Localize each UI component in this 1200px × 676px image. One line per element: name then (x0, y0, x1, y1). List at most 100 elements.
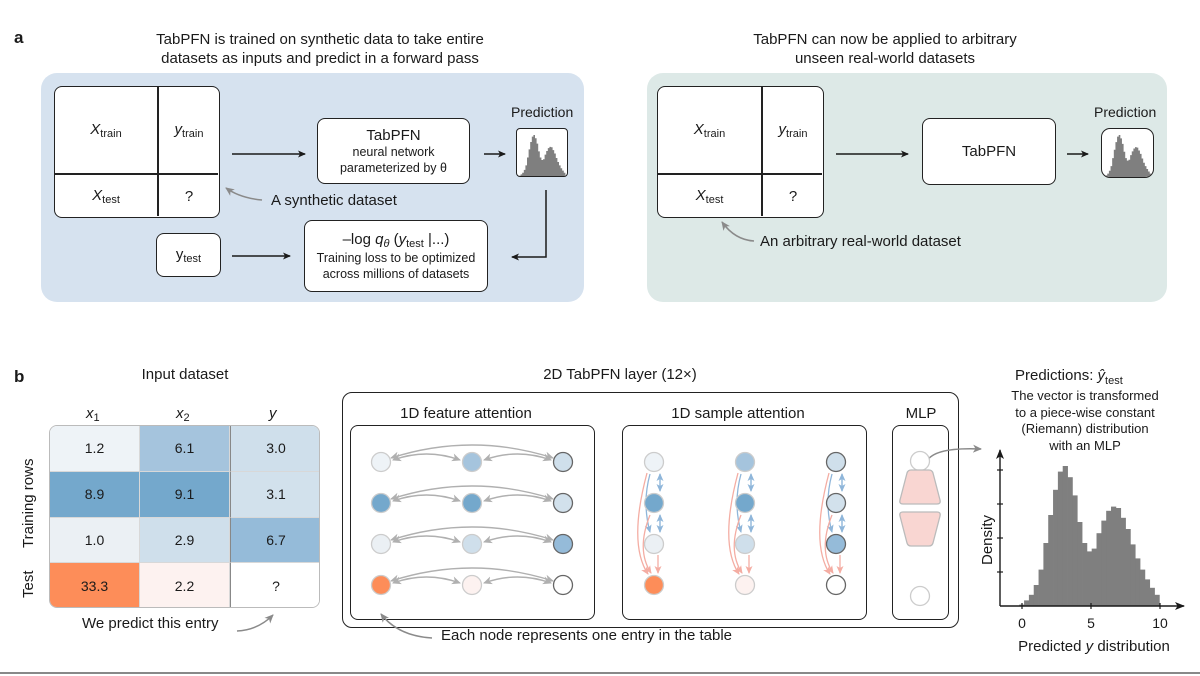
prediction-label: Prediction (511, 104, 574, 120)
training-cell: 1.0 (50, 517, 140, 564)
histogram-bar (1038, 569, 1044, 606)
y-axis-label: Density (979, 514, 996, 565)
feature-attention-title: 1D feature attention (400, 405, 532, 422)
histogram-bar (1057, 471, 1064, 606)
annotation-arrow-predict-entry (236, 614, 274, 632)
histogram-bar (1053, 489, 1059, 606)
unknown-cell: ? (788, 187, 798, 205)
model-desc-line: neural network (352, 144, 435, 159)
caption-line: unseen real-world datasets (794, 50, 976, 67)
panel-b-label: b (14, 367, 25, 386)
caption-line: TabPFN is trained on synthetic data to t… (156, 31, 484, 48)
histogram-bar (1135, 558, 1141, 606)
mini-histogram-shape (519, 135, 567, 176)
loss-desc-line: across millions of datasets (322, 266, 470, 281)
training-loss-box: –log qθ (ytest |...) Training loss to be… (304, 220, 488, 292)
test-row-label: Test (20, 570, 37, 598)
histogram-bar (1144, 579, 1151, 606)
caption-line: TabPFN can now be applied to arbitrary (753, 31, 1017, 48)
training-cell: 3.0 (230, 426, 319, 472)
x-tick-label: 5 (1087, 615, 1095, 631)
column-header-y: y (269, 405, 277, 422)
x-train-cell: Xtrain (693, 120, 726, 140)
layer-title: 2D TabPFN layer (12×) (543, 366, 697, 383)
sample-attention-title: 1D sample attention (671, 405, 805, 422)
histogram-bar (1077, 522, 1083, 606)
histogram-bar (1091, 548, 1097, 606)
real-world-dataset-label: An arbitrary real-world dataset (760, 233, 961, 250)
feature-attention-box (350, 425, 595, 620)
mini-histogram-shape (1104, 135, 1153, 177)
test-cell: 2.2 (140, 563, 230, 607)
training-cell: 8.9 (50, 471, 140, 518)
mini-histogram (519, 135, 567, 176)
synthetic-dataset-table: Xtrain ytrain Xtest ? (54, 86, 220, 218)
tabpfn-model-box: TabPFN (922, 118, 1056, 185)
description-line: (Riemann) distribution (1021, 421, 1149, 436)
histogram-bar (1101, 520, 1107, 606)
histogram-bar (1115, 508, 1122, 606)
mlp-box (892, 425, 949, 620)
y-test-box: ytest (156, 233, 221, 277)
y-train-cell: ytrain (174, 120, 204, 140)
model-title: TabPFN (366, 126, 421, 144)
histogram-bar (1139, 569, 1146, 606)
histogram-bar (1111, 506, 1117, 606)
histogram-bar (1120, 517, 1126, 606)
histogram-bar (1086, 551, 1093, 606)
column-header-x2: x2 (176, 405, 190, 424)
model-desc-line: parameterized by θ (339, 160, 447, 175)
x-tick-label: 10 (1152, 615, 1168, 631)
predictions-description: The vector is transformed to a piece-wis… (970, 388, 1200, 454)
training-cell: 9.1 (140, 471, 230, 518)
description-line: to a piece-wise constant (1015, 404, 1155, 420)
figure-bottom-rule (0, 672, 1200, 674)
histogram-bar (1033, 585, 1039, 606)
panel-a-right-caption: TabPFN can now be applied to arbitrary u… (660, 30, 1110, 68)
real-world-dataset-table: Xtrain ytrain Xtest ? (657, 86, 824, 218)
node-explanation-label: Each node represents one entry in the ta… (441, 627, 733, 644)
training-cell: 1.2 (50, 426, 140, 472)
histogram-bar (1130, 544, 1136, 606)
description-line: The vector is transformed (1011, 388, 1159, 403)
prediction-histogram-thumbnail (1101, 128, 1154, 178)
loss-formula: –log qθ (ytest |...) (342, 230, 450, 250)
x-train-cell: Xtrain (90, 120, 122, 140)
histogram-bar (1043, 543, 1049, 606)
training-rows-label: Training rows (20, 458, 37, 548)
mlp-title: MLP (905, 405, 937, 422)
predict-entry-label: We predict this entry (82, 615, 219, 632)
histogram-bar (1062, 466, 1068, 606)
x-test-cell: Xtest (92, 186, 120, 206)
input-dataset-title: Input dataset (141, 366, 229, 383)
mini-histogram (1104, 135, 1153, 177)
description-line: with an MLP (1049, 437, 1121, 453)
x-axis-label: Predicted y distribution (1018, 638, 1170, 655)
histogram-bar (1125, 529, 1131, 606)
histogram-bar (1067, 477, 1073, 606)
column-header-x1: x1 (86, 405, 100, 424)
training-cell: 6.1 (140, 426, 230, 472)
histogram-bar (1024, 600, 1030, 606)
caption-line: datasets as inputs and predict in a forw… (161, 50, 479, 67)
test-cell: ? (230, 563, 319, 607)
sample-attention-box (622, 425, 867, 620)
training-cell: 3.1 (230, 471, 319, 518)
predictions-title: Predictions: ŷtest (1015, 367, 1123, 387)
y-train-cell: ytrain (778, 120, 808, 140)
histogram-bar (1082, 543, 1088, 606)
training-cell: 2.9 (140, 517, 230, 564)
histogram-bar (1028, 594, 1035, 606)
panel-a-left-caption: TabPFN is trained on synthetic data to t… (110, 30, 530, 68)
unknown-cell: ? (184, 187, 194, 205)
histogram-bar (1149, 587, 1155, 606)
test-cell: 33.3 (50, 563, 140, 607)
histogram-bar (1106, 510, 1112, 606)
histogram-bar (1048, 515, 1054, 606)
x-test-cell: Xtest (695, 186, 724, 206)
tabpfn-model-box: TabPFN neural network parameterized by θ (317, 118, 470, 184)
histogram-bar (1072, 495, 1078, 606)
histogram-bar (1096, 533, 1102, 606)
